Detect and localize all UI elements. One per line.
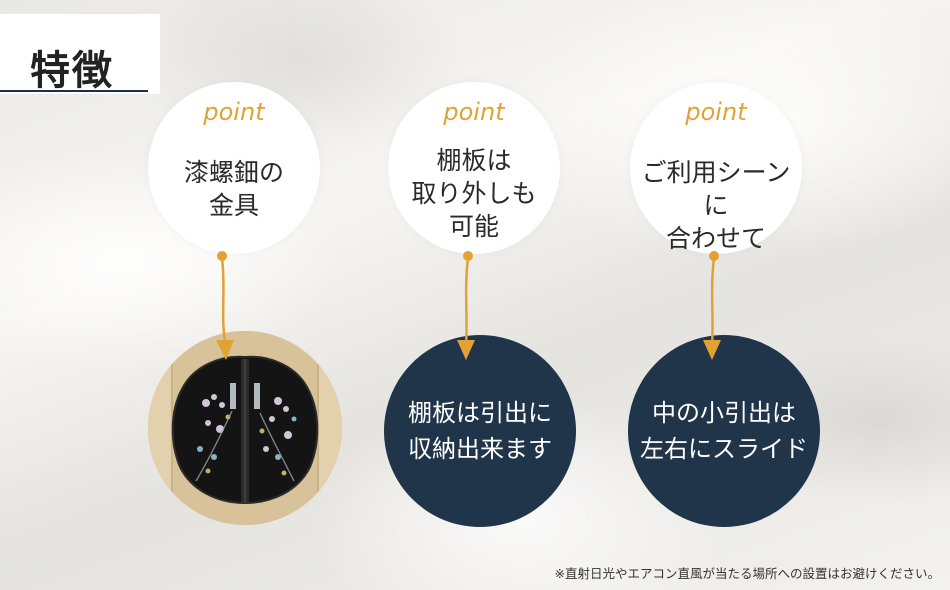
section-title: 特徴 xyxy=(30,47,114,94)
detail-text: 中の小引出は 左右にスライド xyxy=(640,399,808,463)
point-text: 棚板は 取り外しも 可能 xyxy=(411,146,537,241)
connector-arrow-3 xyxy=(703,251,721,360)
title-underline xyxy=(0,90,148,92)
connector-arrow-1 xyxy=(216,251,234,360)
point-label: point xyxy=(443,98,505,126)
detail-text: 棚板は引出に 収納出来ます xyxy=(408,399,552,463)
point-circle-3: point ご利用シーンに 合わせて xyxy=(630,82,802,254)
point-circle-1: point 漆螺鈿の 金具 xyxy=(148,82,320,254)
section-title-box: 特徴 xyxy=(0,14,160,94)
detail-circle-2: 中の小引出は 左右にスライド xyxy=(628,335,820,527)
connector-arrow-2 xyxy=(457,251,475,360)
point-text: 漆螺鈿の 金具 xyxy=(183,158,284,220)
detail-circle-1: 棚板は引出に 収納出来ます xyxy=(384,335,576,527)
point-circle-2: point 棚板は 取り外しも 可能 xyxy=(388,82,560,254)
point-label: point xyxy=(203,98,265,126)
caution-note: ※直射日光やエアコン直風が当たる場所への設置はお避けください。 xyxy=(554,566,940,581)
point-text: ご利用シーンに 合わせて xyxy=(641,158,791,253)
point-label: point xyxy=(685,98,747,126)
